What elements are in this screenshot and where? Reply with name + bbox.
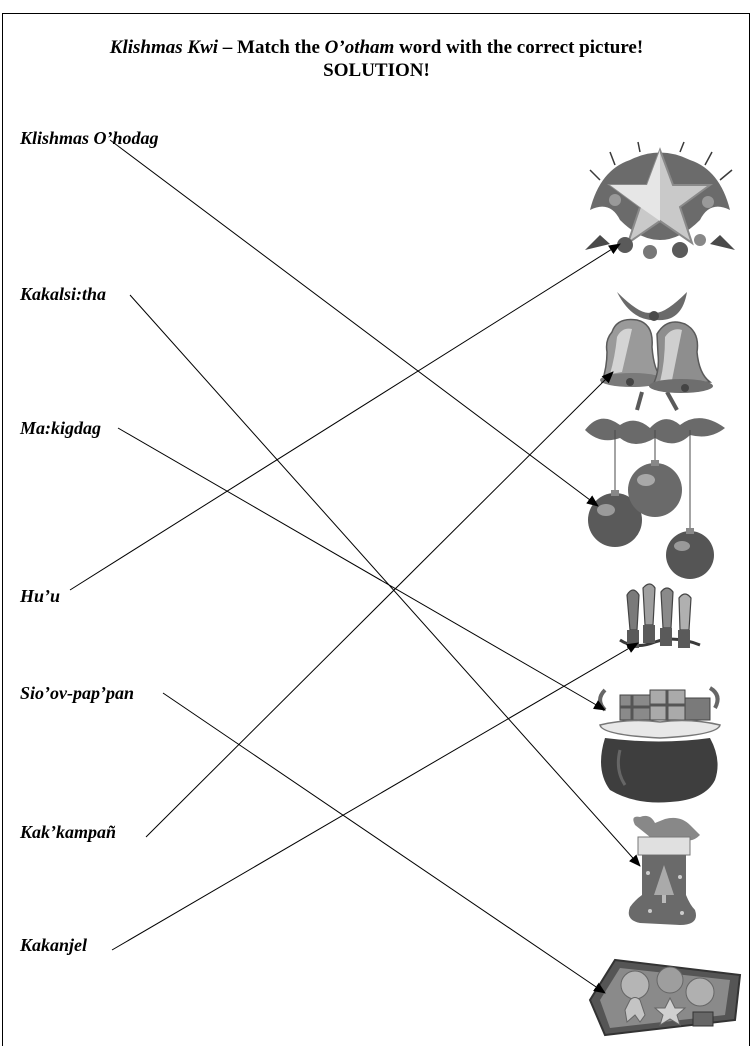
star-icon xyxy=(580,140,740,265)
cookies-icon xyxy=(585,940,745,1040)
gift-sack-icon xyxy=(590,680,730,805)
title-part-2: O’otham xyxy=(325,37,395,58)
bells-icon xyxy=(582,282,732,412)
title-subtitle: SOLUTION! xyxy=(323,60,430,81)
word-kakanjel: Kakanjel xyxy=(20,935,87,955)
stocking-icon xyxy=(620,815,710,930)
word-kakalsitha: Kakalsi:tha xyxy=(20,284,106,304)
title-part-1: Klishmas Kwi xyxy=(110,37,218,58)
word-kakkampan: Kak’kampañ xyxy=(20,822,116,842)
word-makigdag: Ma:kigdag xyxy=(20,418,101,438)
worksheet-title: Klishmas Kwi – Match the O’otham word wi… xyxy=(0,36,753,82)
title-part-3: word with the correct picture! xyxy=(394,37,643,58)
lights-icon xyxy=(615,580,705,670)
word-sioov-pappan: Sio’ov-pap’pan xyxy=(20,683,134,703)
ornaments-icon xyxy=(580,410,730,580)
word-huu: Hu’u xyxy=(20,586,60,606)
word-klishmas-ohodag: Klishmas O’hodag xyxy=(20,128,159,148)
title-dash: – Match the xyxy=(218,37,325,58)
